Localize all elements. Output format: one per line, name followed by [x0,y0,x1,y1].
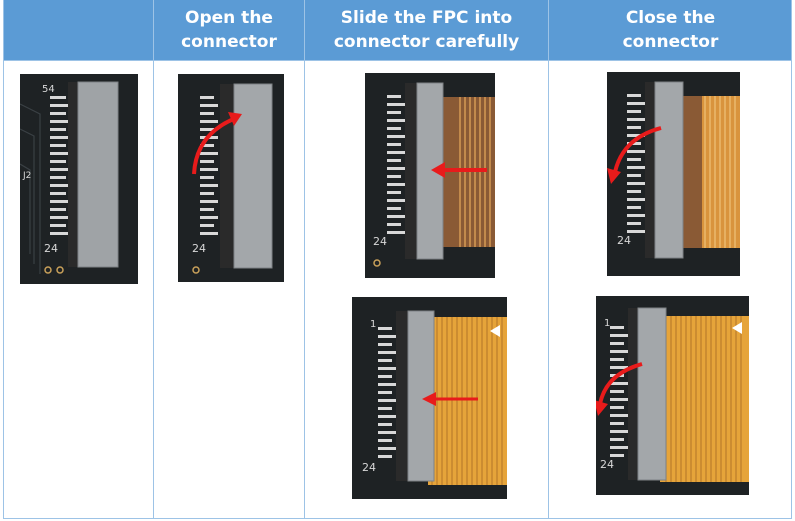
table-border [791,0,792,519]
fpc-insert-photo-2: 1 24 [352,297,507,499]
svg-text:24: 24 [600,458,614,471]
svg-text:24: 24 [617,234,631,247]
table-border [3,518,792,519]
arrow-left-icon [431,162,487,178]
svg-text:1: 1 [370,319,376,330]
fpc-insert-photo-1: 24 [365,73,495,278]
header-cell-blank [3,0,153,60]
header-label: Slide the FPC into connector carefully [333,8,520,52]
connector-close-photo-2: 1 24 [596,296,749,495]
svg-text:24: 24 [192,242,206,255]
curved-arrow-down-icon [596,362,643,416]
svg-text:24: 24 [362,461,376,474]
table-border [548,0,549,519]
svg-text:1: 1 [604,318,610,329]
header-cell-slide: Slide the FPC into connector carefully [305,0,548,60]
header-label: Open the connector [181,8,277,52]
arrow-left-icon [422,392,478,406]
instruction-table: Open the connector Slide the FPC into co… [3,0,792,519]
svg-text:54: 54 [42,84,55,95]
connector-photo-initial: 54 J2 24 [20,74,138,284]
table-border [3,0,4,519]
svg-text:J2: J2 [22,171,31,181]
table-border [304,0,305,519]
svg-text:24: 24 [44,242,58,255]
connector-close-photo-1: 24 [607,72,740,276]
table-border [3,60,792,61]
header-label: Close the connector [622,8,719,52]
curved-arrow-down-icon [607,126,662,184]
svg-text:24: 24 [373,235,387,248]
table-border [153,0,154,519]
connector-photo-open: 24 [178,74,284,282]
curved-arrow-up-icon [192,112,242,175]
header-cell-open: Open the connector [154,0,304,60]
header-cell-close: Close the connector [549,0,792,60]
